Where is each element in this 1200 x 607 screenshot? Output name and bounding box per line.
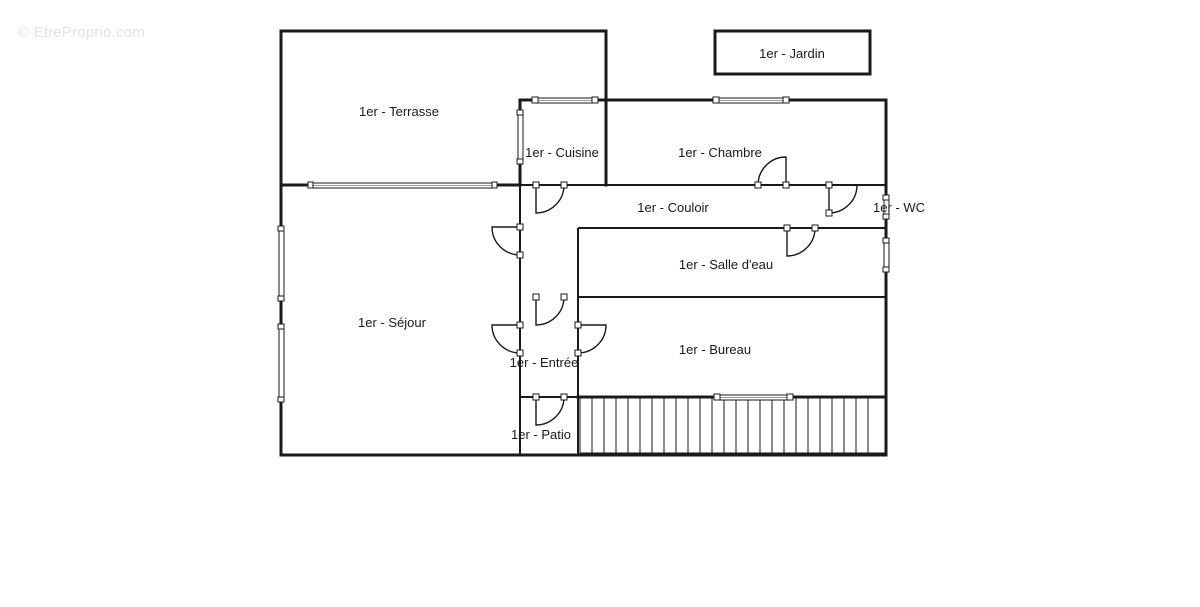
window-cuisine-top <box>531 96 599 104</box>
door-sejour-upper <box>491 223 524 259</box>
room-label-bureau: 1er - Bureau <box>679 342 751 357</box>
room-label-cuisine: 1er - Cuisine <box>525 145 599 160</box>
room-label-entree: 1er - Entrée <box>510 355 579 370</box>
staircase <box>579 397 886 454</box>
watermark-text: © EtreProprio.com <box>18 24 145 41</box>
room-label-couloir: 1er - Couloir <box>637 200 709 215</box>
door-sejour-lower <box>491 321 524 357</box>
window-cuisine-left <box>516 109 524 165</box>
room-label-sejour: 1er - Séjour <box>358 315 427 330</box>
window-chambre-top <box>712 96 790 104</box>
door-patio <box>532 393 568 426</box>
window-sejour-left-lower <box>277 323 285 403</box>
door-cuisine <box>532 181 568 214</box>
outer-wall-left <box>279 29 888 457</box>
window-salle-deau-right <box>882 237 890 273</box>
room-label-wc: 1er - WC <box>873 200 925 215</box>
window-terrasse-sejour <box>307 181 498 189</box>
room-label-terrasse: 1er - Terrasse <box>359 104 439 119</box>
door-salle-deau <box>783 224 819 257</box>
room-label-jardin: 1er - Jardin <box>759 46 825 61</box>
door-bureau <box>574 321 607 357</box>
door-chambre <box>754 156 790 189</box>
door-entree-upper <box>532 293 568 326</box>
room-label-chambre: 1er - Chambre <box>678 145 762 160</box>
jardin-box <box>713 29 872 76</box>
room-label-salle-deau: 1er - Salle d'eau <box>679 257 773 272</box>
window-bureau-bottom <box>713 393 794 401</box>
window-sejour-left-upper <box>277 225 285 302</box>
window-wc-right <box>882 194 890 220</box>
room-label-patio: 1er - Patio <box>511 427 571 442</box>
door-wc <box>825 181 858 217</box>
